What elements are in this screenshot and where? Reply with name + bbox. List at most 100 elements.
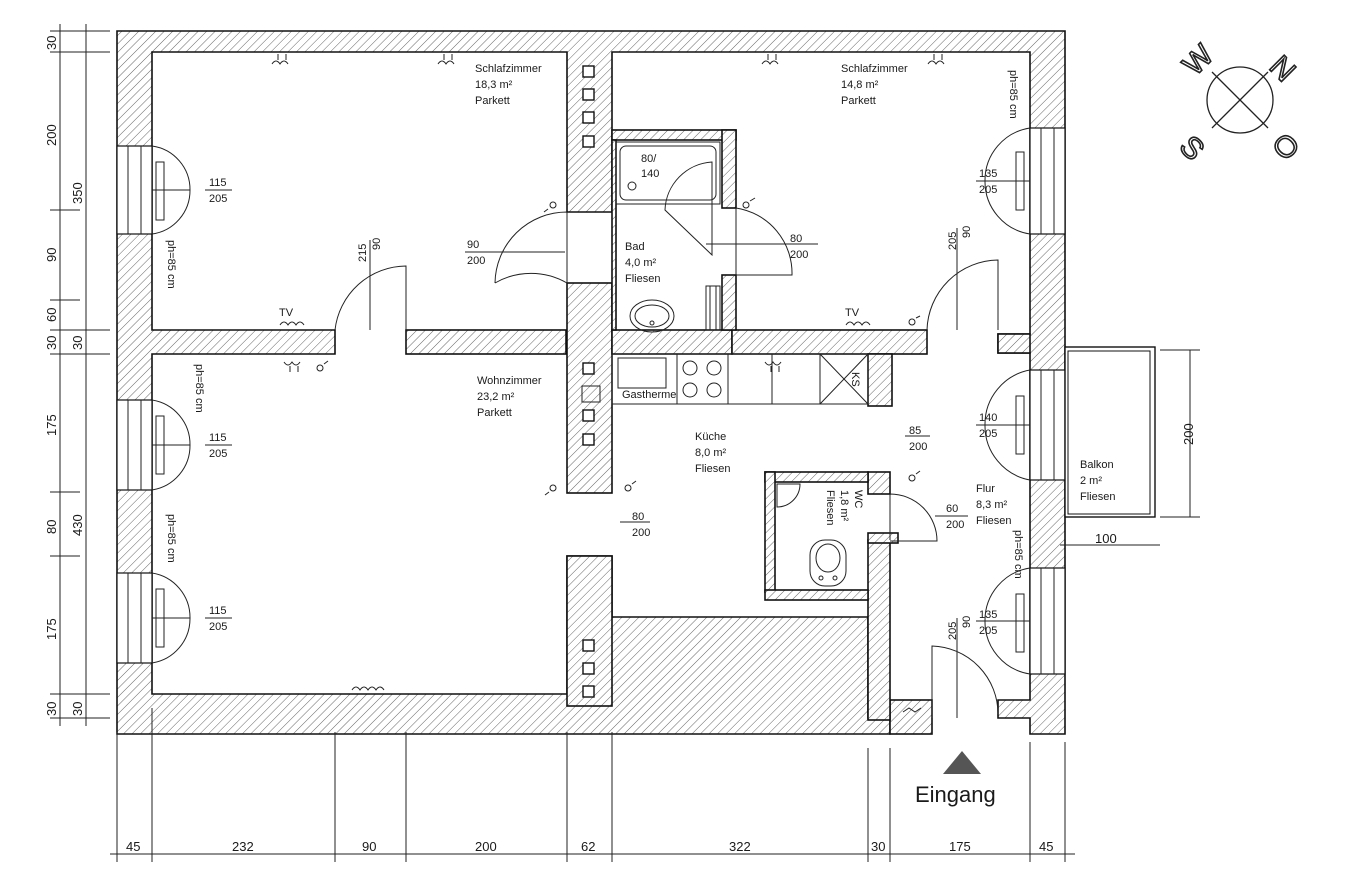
dim-label: 90 xyxy=(44,248,59,262)
window-height: 205 xyxy=(979,625,997,637)
kitchen-counter xyxy=(581,353,869,405)
room-name: Küche xyxy=(695,431,726,443)
dim-label: 200 xyxy=(475,839,497,854)
dim-label: 90 xyxy=(362,839,376,854)
window-height: 205 xyxy=(209,193,227,205)
room-floor: Fliesen xyxy=(625,273,660,285)
room-area: 18,3 m² xyxy=(475,79,513,91)
dim-label: 60 xyxy=(44,308,59,322)
window-width: 115 xyxy=(209,177,227,189)
dim-label: 232 xyxy=(232,839,254,854)
room-floor: Fliesen xyxy=(824,490,836,525)
window-height: 205 xyxy=(979,184,997,196)
dim-label: 175 xyxy=(949,839,971,854)
bath-fixtures xyxy=(615,141,721,333)
room-labels: Schlafzimmer 18,3 m² Parkett Schlafzimme… xyxy=(475,63,1115,527)
misc-labels: Gastherme KS TV TV 80/ 140 xyxy=(279,153,861,401)
left-dims: 30 200 90 60 30 175 80 175 30 350 30 430… xyxy=(44,36,85,716)
bathtub-size: 80/ xyxy=(641,153,657,165)
compass-south: S xyxy=(1173,130,1210,167)
wall-segment xyxy=(867,471,891,495)
window-dims: 115 205 115 205 115 205 135 205 140 205 … xyxy=(165,70,1024,637)
parapet-height: ph=85 cm xyxy=(165,240,177,289)
window-width: 115 xyxy=(209,432,227,444)
wall-segment xyxy=(731,329,928,355)
room-floor: Parkett xyxy=(475,95,510,107)
dim-label: 175 xyxy=(44,414,59,436)
wall-segment xyxy=(764,471,776,593)
dim-label: 200 xyxy=(44,124,59,146)
room-name: Schlafzimmer xyxy=(475,63,542,75)
outlets xyxy=(271,54,945,713)
wall-segment xyxy=(764,589,869,601)
room-area: 2 m² xyxy=(1080,475,1102,487)
wall-segment xyxy=(867,539,891,721)
parapet-height: ph=85 cm xyxy=(193,364,205,413)
wall-segment xyxy=(566,555,613,707)
door-width: 80 xyxy=(632,511,644,523)
wall-segment xyxy=(867,532,899,544)
room-name: Schlafzimmer xyxy=(841,63,908,75)
dim-label: 322 xyxy=(729,839,751,854)
room-area: 4,0 m² xyxy=(625,257,657,269)
door-height: 200 xyxy=(467,255,485,267)
room-area: 1,8 m² xyxy=(838,490,850,522)
chimney-shafts xyxy=(582,65,595,698)
dim-label: 45 xyxy=(1039,839,1053,854)
radiators xyxy=(155,151,1025,653)
window-width: 135 xyxy=(979,168,997,180)
door-height: 200 xyxy=(909,441,927,453)
balcony-depth: 200 xyxy=(1181,423,1196,445)
door-height: 200 xyxy=(632,527,650,539)
door-height: 200 xyxy=(790,249,808,261)
balcony xyxy=(1064,346,1156,518)
room-floor: Fliesen xyxy=(976,515,1011,527)
bottom-dims: 45 232 90 200 62 322 30 175 45 xyxy=(126,839,1053,854)
window-width: 140 xyxy=(979,412,997,424)
dim-label: 80 xyxy=(44,520,59,534)
entrance-label: Eingang xyxy=(915,782,996,807)
compass-east: O xyxy=(1267,127,1307,167)
wc-fixtures xyxy=(776,483,847,587)
wall-segment xyxy=(997,333,1031,354)
room-area: 8,0 m² xyxy=(695,447,727,459)
window-frames xyxy=(116,127,1066,675)
dim-label: 30 xyxy=(70,336,85,350)
room-area: 23,2 m² xyxy=(477,391,515,403)
dim-label: 175 xyxy=(44,618,59,640)
wall-segment xyxy=(611,129,737,141)
dim-label: 30 xyxy=(44,336,59,350)
door-width: 90 xyxy=(467,239,479,251)
room-area: 14,8 m² xyxy=(841,79,879,91)
dimension-lines xyxy=(50,24,1200,862)
room-name: WC xyxy=(852,490,864,508)
compass-icon: N O S W xyxy=(1172,37,1307,168)
wall-segment xyxy=(867,353,893,407)
dim-label: 62 xyxy=(581,839,595,854)
balcony-width: 100 xyxy=(1095,531,1117,546)
door-width: 60 xyxy=(946,503,958,515)
window-height: 205 xyxy=(209,621,227,633)
wall-segment xyxy=(889,699,933,735)
door-height: 90 xyxy=(961,226,973,238)
door-width: 205 xyxy=(947,622,959,640)
room-floor: Fliesen xyxy=(695,463,730,475)
balcony-dims: 200 100 xyxy=(1095,423,1196,546)
window-width: 115 xyxy=(209,605,227,617)
door-width: 215 xyxy=(357,244,369,262)
parapet-height: ph=85 cm xyxy=(1007,70,1019,119)
room-name: Flur xyxy=(976,483,995,495)
dim-label: 30 xyxy=(44,36,59,50)
wall-segment xyxy=(611,139,617,331)
tv-label: TV xyxy=(845,307,860,319)
wall-segment xyxy=(405,329,567,355)
room-name: Bad xyxy=(625,241,645,253)
door-height: 90 xyxy=(371,238,383,250)
window-height: 205 xyxy=(979,428,997,440)
door-height: 90 xyxy=(961,616,973,628)
window-height: 205 xyxy=(209,448,227,460)
room-name: Balkon xyxy=(1080,459,1114,471)
entrance-marker: Eingang xyxy=(915,751,996,807)
compass-west: W xyxy=(1177,38,1221,82)
